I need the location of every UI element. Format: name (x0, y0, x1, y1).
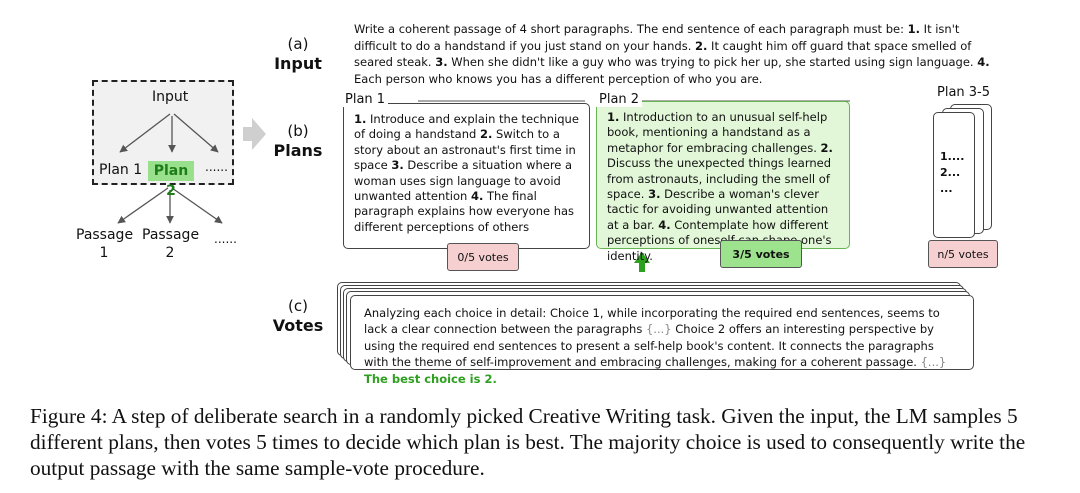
schematic-plan-more: ...... (205, 160, 228, 174)
figure-caption: Figure 4: A step of deliberate search in… (30, 404, 1026, 480)
schematic-plan1-label: Plan 1 (99, 162, 143, 178)
plan-rest-header: Plan 3-5 (937, 85, 991, 100)
plan2-header: Plan 2 (596, 92, 643, 107)
plan-rest-votes-badge: n/5 votes (928, 240, 998, 268)
schematic-passage-more: ...... (214, 232, 237, 246)
plan2-votes-badge: 3/5 votes (720, 240, 802, 268)
section-label-plans: (b) Plans (273, 122, 323, 160)
section-label-votes: (c) Votes (272, 297, 324, 335)
plan-rest-card-front: 1.... 2... ... (933, 112, 975, 238)
section-label-input: (a) Input (274, 35, 322, 73)
schematic-plan2-label: Plan 2 (148, 161, 194, 199)
vote-reasoning-text: Analyzing each choice in detail: Choice … (364, 306, 947, 386)
plan1-card: 1. Introduce and explain the technique o… (343, 103, 590, 249)
plan2-card: 1. Introduction to an unusual self-help … (596, 101, 850, 263)
schematic-input-label: Input (152, 89, 189, 105)
plan1-header: Plan 1 (342, 92, 389, 107)
input-prompt-text: Write a coherent passage of 4 short para… (354, 22, 990, 86)
vote-card-1 (350, 295, 974, 370)
plan1-votes-badge: 0/5 votes (447, 243, 519, 271)
